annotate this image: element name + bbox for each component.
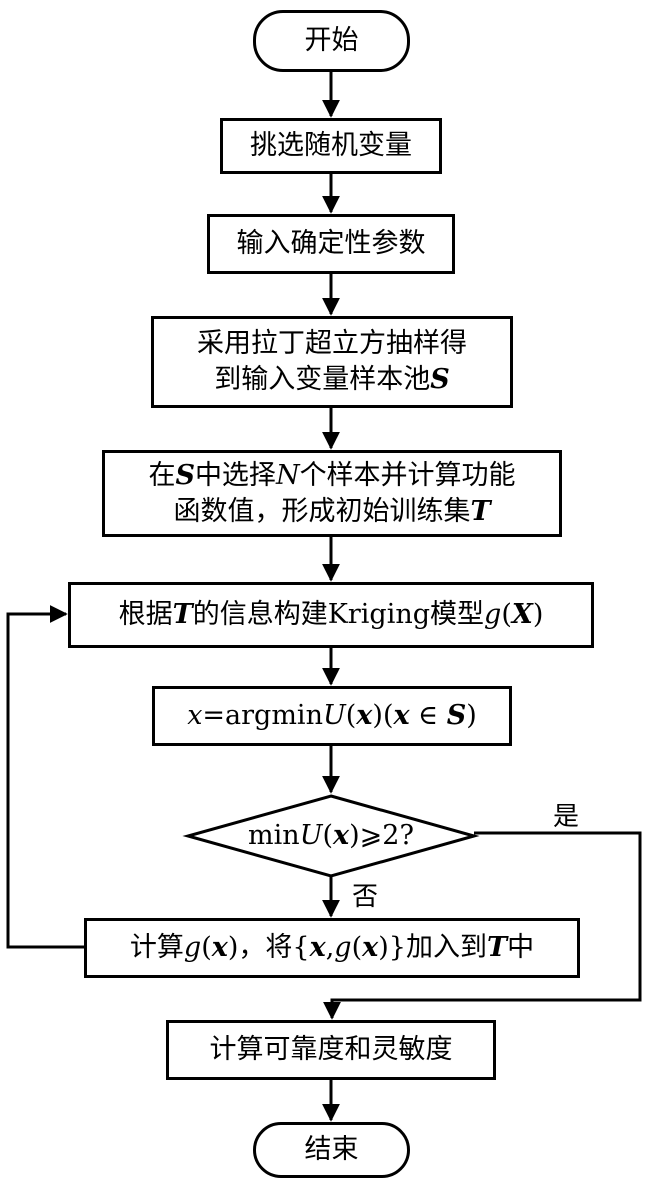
decision-diamond [182, 794, 480, 878]
end-terminal: 结束 [253, 1122, 410, 1178]
select-random-variables-box: 挑选随机变量 [220, 118, 442, 174]
end-label: 结束 [304, 1134, 359, 1165]
lhs-line-1: 采用拉丁超立方抽样得 [197, 328, 467, 359]
start-label: 开始 [304, 25, 359, 56]
input-parameters-label: 输入确定性参数 [236, 228, 426, 259]
start-terminal: 开始 [253, 10, 410, 72]
input-parameters-box: 输入确定性参数 [207, 214, 455, 274]
kriging-model-box: 根据T的信息构建Kriging模型g(X) [68, 582, 594, 648]
reliability-sensitivity-box: 计算可靠度和灵敏度 [166, 1020, 496, 1080]
sample-pool-symbol: S [430, 364, 450, 395]
arrow-yes-branch [323, 831, 642, 1020]
lhs-sampling-box: 采用拉丁超立方抽样得 到输入变量样本池S [151, 316, 513, 408]
lhs-line-2: 到输入变量样本池S [214, 364, 450, 395]
argmin-label: x=argminU(x)(x ∈ S) [187, 700, 477, 731]
select-samples-line-2: 函数值，形成初始训练集T [173, 495, 491, 527]
arrow-loop-back [6, 605, 84, 949]
compute-update-box: 计算g(x)，将{x,g(x)}加入到T中 [84, 918, 580, 978]
kriging-model-label: 根据T的信息构建Kriging模型g(X) [118, 599, 544, 630]
select-samples-line-1: 在S中选择N个样本并计算功能 [148, 459, 516, 491]
select-random-variables-label: 挑选随机变量 [250, 130, 412, 161]
select-samples-box: 在S中选择N个样本并计算功能 函数值，形成初始训练集T [102, 450, 562, 537]
compute-update-label: 计算g(x)，将{x,g(x)}加入到T中 [129, 932, 535, 963]
decision-label: minU(x)⩾2? [248, 820, 414, 851]
reliability-sensitivity-label: 计算可靠度和灵敏度 [209, 1034, 453, 1065]
yes-label: 是 [553, 802, 580, 832]
argmin-box: x=argminU(x)(x ∈ S) [152, 686, 512, 746]
no-label: 否 [352, 882, 379, 912]
